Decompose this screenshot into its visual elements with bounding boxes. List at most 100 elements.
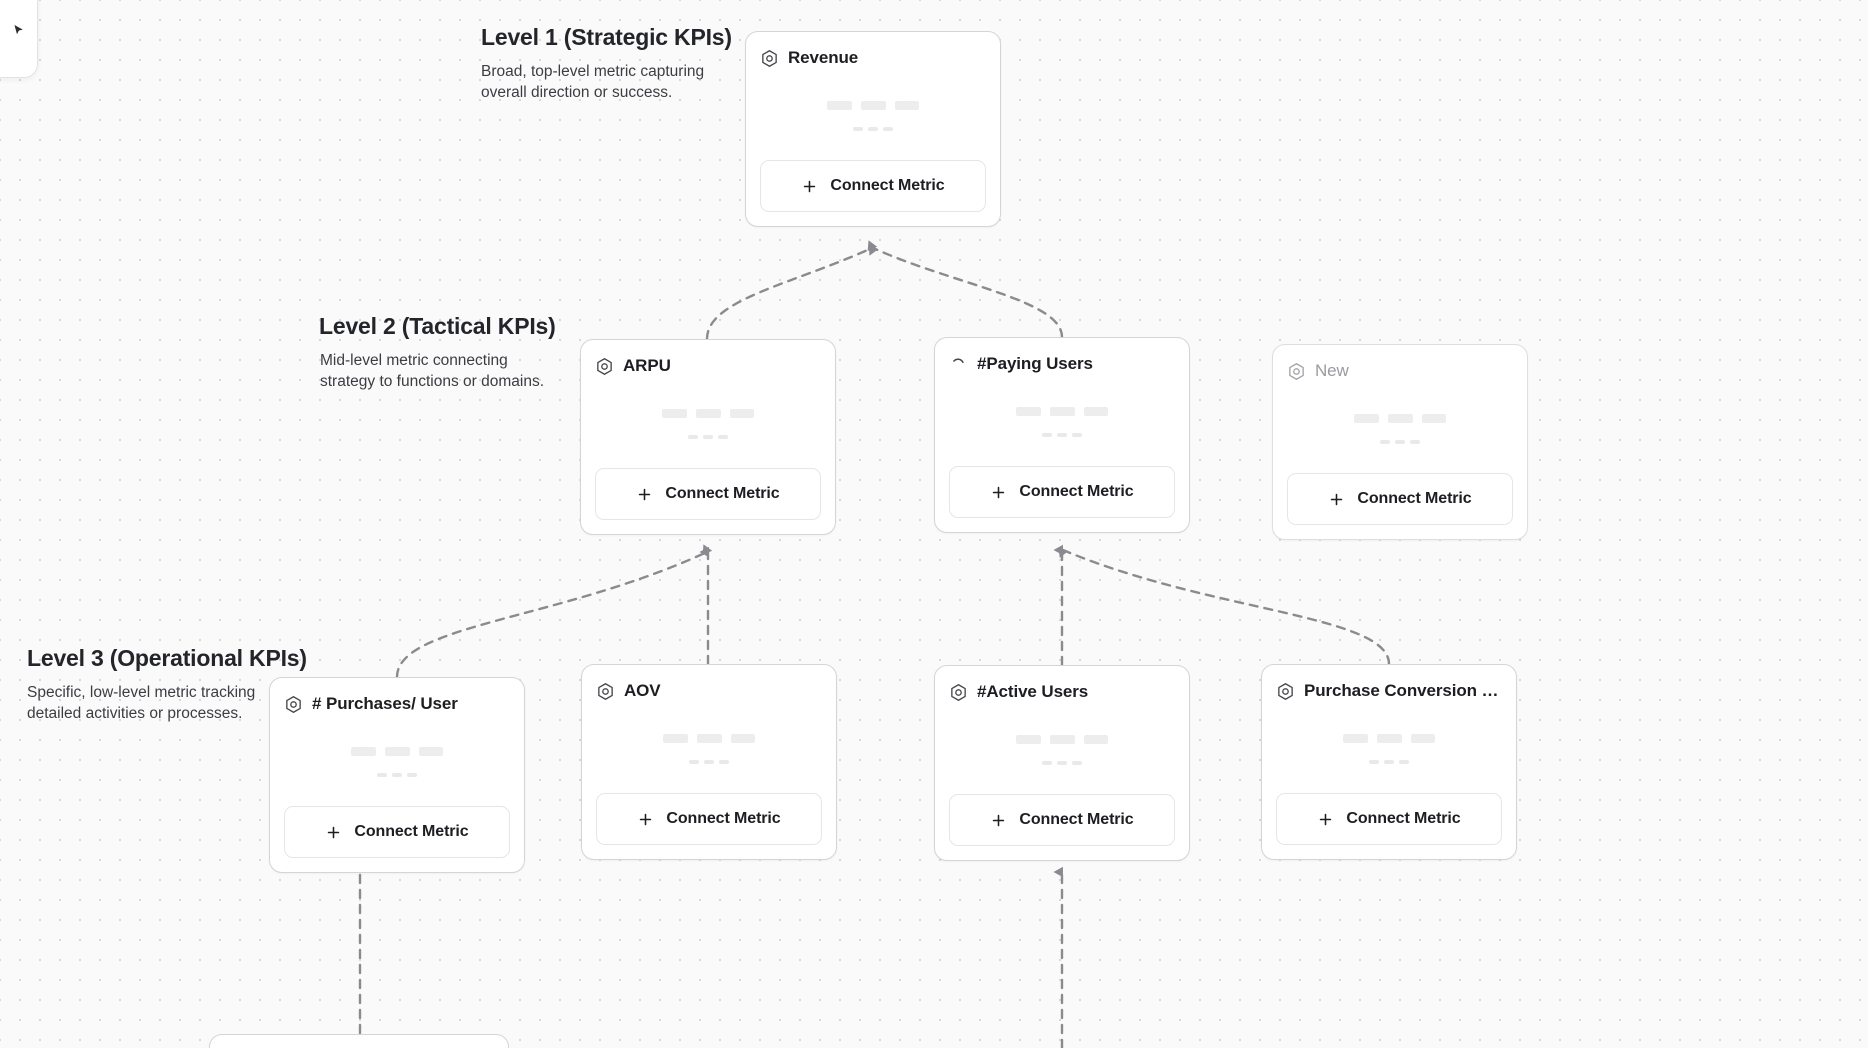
plus-icon (993, 486, 1005, 498)
skeleton-row-primary (1343, 733, 1435, 743)
metric-card-paying-users[interactable]: #Paying Users Connect Metric (934, 337, 1190, 533)
metric-title: #Paying Users (977, 354, 1093, 373)
skeleton-row-primary (351, 746, 443, 756)
skeleton-bar (1377, 733, 1402, 743)
skeleton-row-secondary (1042, 760, 1082, 765)
level-3-description: Specific, low-level metric tracking deta… (27, 684, 256, 723)
metric-title: AOV (624, 681, 661, 700)
hexagon-metric-icon (1278, 682, 1293, 700)
metric-card-arpu[interactable]: ARPU Connect Metric (580, 339, 836, 535)
metric-card-aov[interactable]: AOV Connect Metric (581, 664, 837, 860)
skeleton-bar (1422, 413, 1446, 423)
plus-icon (804, 180, 816, 192)
skeleton-row-secondary (1380, 439, 1420, 444)
metric-card-revenue[interactable]: Revenue Connect Metric (745, 31, 1001, 227)
connect-metric-label: Connect Metric (830, 177, 945, 194)
card-header: Purchase Conversion Rate (1276, 678, 1502, 704)
connect-metric-button[interactable]: Connect Metric (284, 806, 510, 858)
hexagon-metric-icon (762, 49, 777, 67)
skeleton-dash (688, 434, 698, 439)
floating-corner-panel[interactable] (0, 0, 38, 78)
metric-title: # Purchases/ User (312, 694, 458, 713)
metric-skeleton-body (595, 379, 821, 468)
connect-metric-label: Connect Metric (665, 485, 780, 502)
skeleton-bar (1411, 733, 1435, 743)
skeleton-bar (1388, 413, 1413, 423)
skeleton-row-primary (1016, 734, 1108, 744)
connect-metric-button[interactable]: Connect Metric (949, 794, 1175, 846)
hexagon-metric-icon (598, 682, 613, 700)
metric-card-active-users[interactable]: #Active Users Connect Metric (934, 665, 1190, 861)
connect-metric-label: Connect Metric (1019, 483, 1134, 500)
level-3-title: Level 3 (Operational KPIs) (27, 645, 307, 671)
card-header: Revenue (760, 45, 986, 71)
level-1-label: Level 1 (Strategic KPIs) Broad, top-leve… (481, 24, 732, 104)
cursor-pointer-icon (14, 24, 23, 34)
skeleton-dash (1042, 432, 1052, 437)
connect-metric-label: Connect Metric (1357, 490, 1472, 507)
connector-purchases-to-arpu (395, 544, 713, 679)
skeleton-bar (731, 733, 755, 743)
skeleton-dash (1042, 760, 1052, 765)
skeleton-dash (853, 126, 863, 131)
skeleton-bar (1354, 413, 1379, 423)
plus-icon (328, 826, 340, 838)
skeleton-dash (1395, 439, 1405, 444)
skeleton-bar (730, 408, 754, 418)
skeleton-row-primary (663, 733, 755, 743)
metric-skeleton-body (949, 705, 1175, 794)
skeleton-dash (868, 126, 878, 131)
skeleton-dash (1380, 439, 1390, 444)
skeleton-bar (697, 733, 722, 743)
metric-card-purchases-per-user[interactable]: # Purchases/ User Connect Metric (269, 677, 525, 873)
connect-metric-button[interactable]: Connect Metric (1287, 473, 1513, 525)
skeleton-row-primary (827, 100, 919, 110)
connect-metric-button[interactable]: Connect Metric (596, 793, 822, 845)
skeleton-dash (1072, 760, 1082, 765)
connect-metric-label: Connect Metric (666, 810, 781, 827)
metric-title: #Active Users (977, 682, 1089, 701)
metric-card-purchase-conversion-rate[interactable]: Purchase Conversion Rate Connect Metric (1261, 664, 1517, 860)
skeleton-bar (1050, 406, 1075, 416)
skeleton-bar (1016, 406, 1041, 416)
level-1-title: Level 1 (Strategic KPIs) (481, 24, 732, 50)
connect-metric-button[interactable]: Connect Metric (949, 466, 1175, 518)
connector-paying-users-to-revenue (868, 244, 1064, 339)
level-2-label: Level 2 (Tactical KPIs) Mid-level metric… (319, 313, 565, 393)
skeleton-dash (718, 434, 728, 439)
skeleton-dash (407, 772, 417, 777)
skeleton-dash (1369, 759, 1379, 764)
connect-metric-button[interactable]: Connect Metric (760, 160, 986, 212)
metric-skeleton-body (1287, 384, 1513, 473)
skeleton-row-secondary (1369, 759, 1409, 764)
plus-icon (1331, 493, 1343, 505)
skeleton-dash (1057, 432, 1067, 437)
metric-title: ARPU (623, 356, 671, 375)
skeleton-dash (392, 772, 402, 777)
skeleton-dash (719, 759, 729, 764)
skeleton-row-secondary (377, 772, 417, 777)
hexagon-metric-icon (286, 695, 301, 713)
metric-card-new[interactable]: New Connect Metric (1272, 344, 1528, 540)
plus-icon (993, 814, 1005, 826)
skeleton-dash (1057, 760, 1067, 765)
connect-metric-button[interactable]: Connect Metric (1276, 793, 1502, 845)
skeleton-dash (377, 772, 387, 777)
plus-icon (639, 488, 651, 500)
skeleton-bar (1343, 733, 1368, 743)
hexagon-metric-icon (1289, 362, 1304, 380)
metric-skeleton-body (949, 377, 1175, 466)
skeleton-row-secondary (1042, 432, 1082, 437)
card-header: New (1287, 358, 1513, 384)
metric-skeleton-body (284, 717, 510, 806)
skeleton-row-secondary (688, 434, 728, 439)
metric-skeleton-body (596, 704, 822, 793)
metric-card-partial-offscreen[interactable] (209, 1034, 509, 1048)
connect-metric-button[interactable]: Connect Metric (595, 468, 821, 520)
skeleton-bar (895, 100, 919, 110)
skeleton-bar (351, 746, 376, 756)
skeleton-bar (663, 733, 688, 743)
hexagon-metric-icon (597, 357, 612, 375)
card-header: AOV (596, 678, 822, 704)
